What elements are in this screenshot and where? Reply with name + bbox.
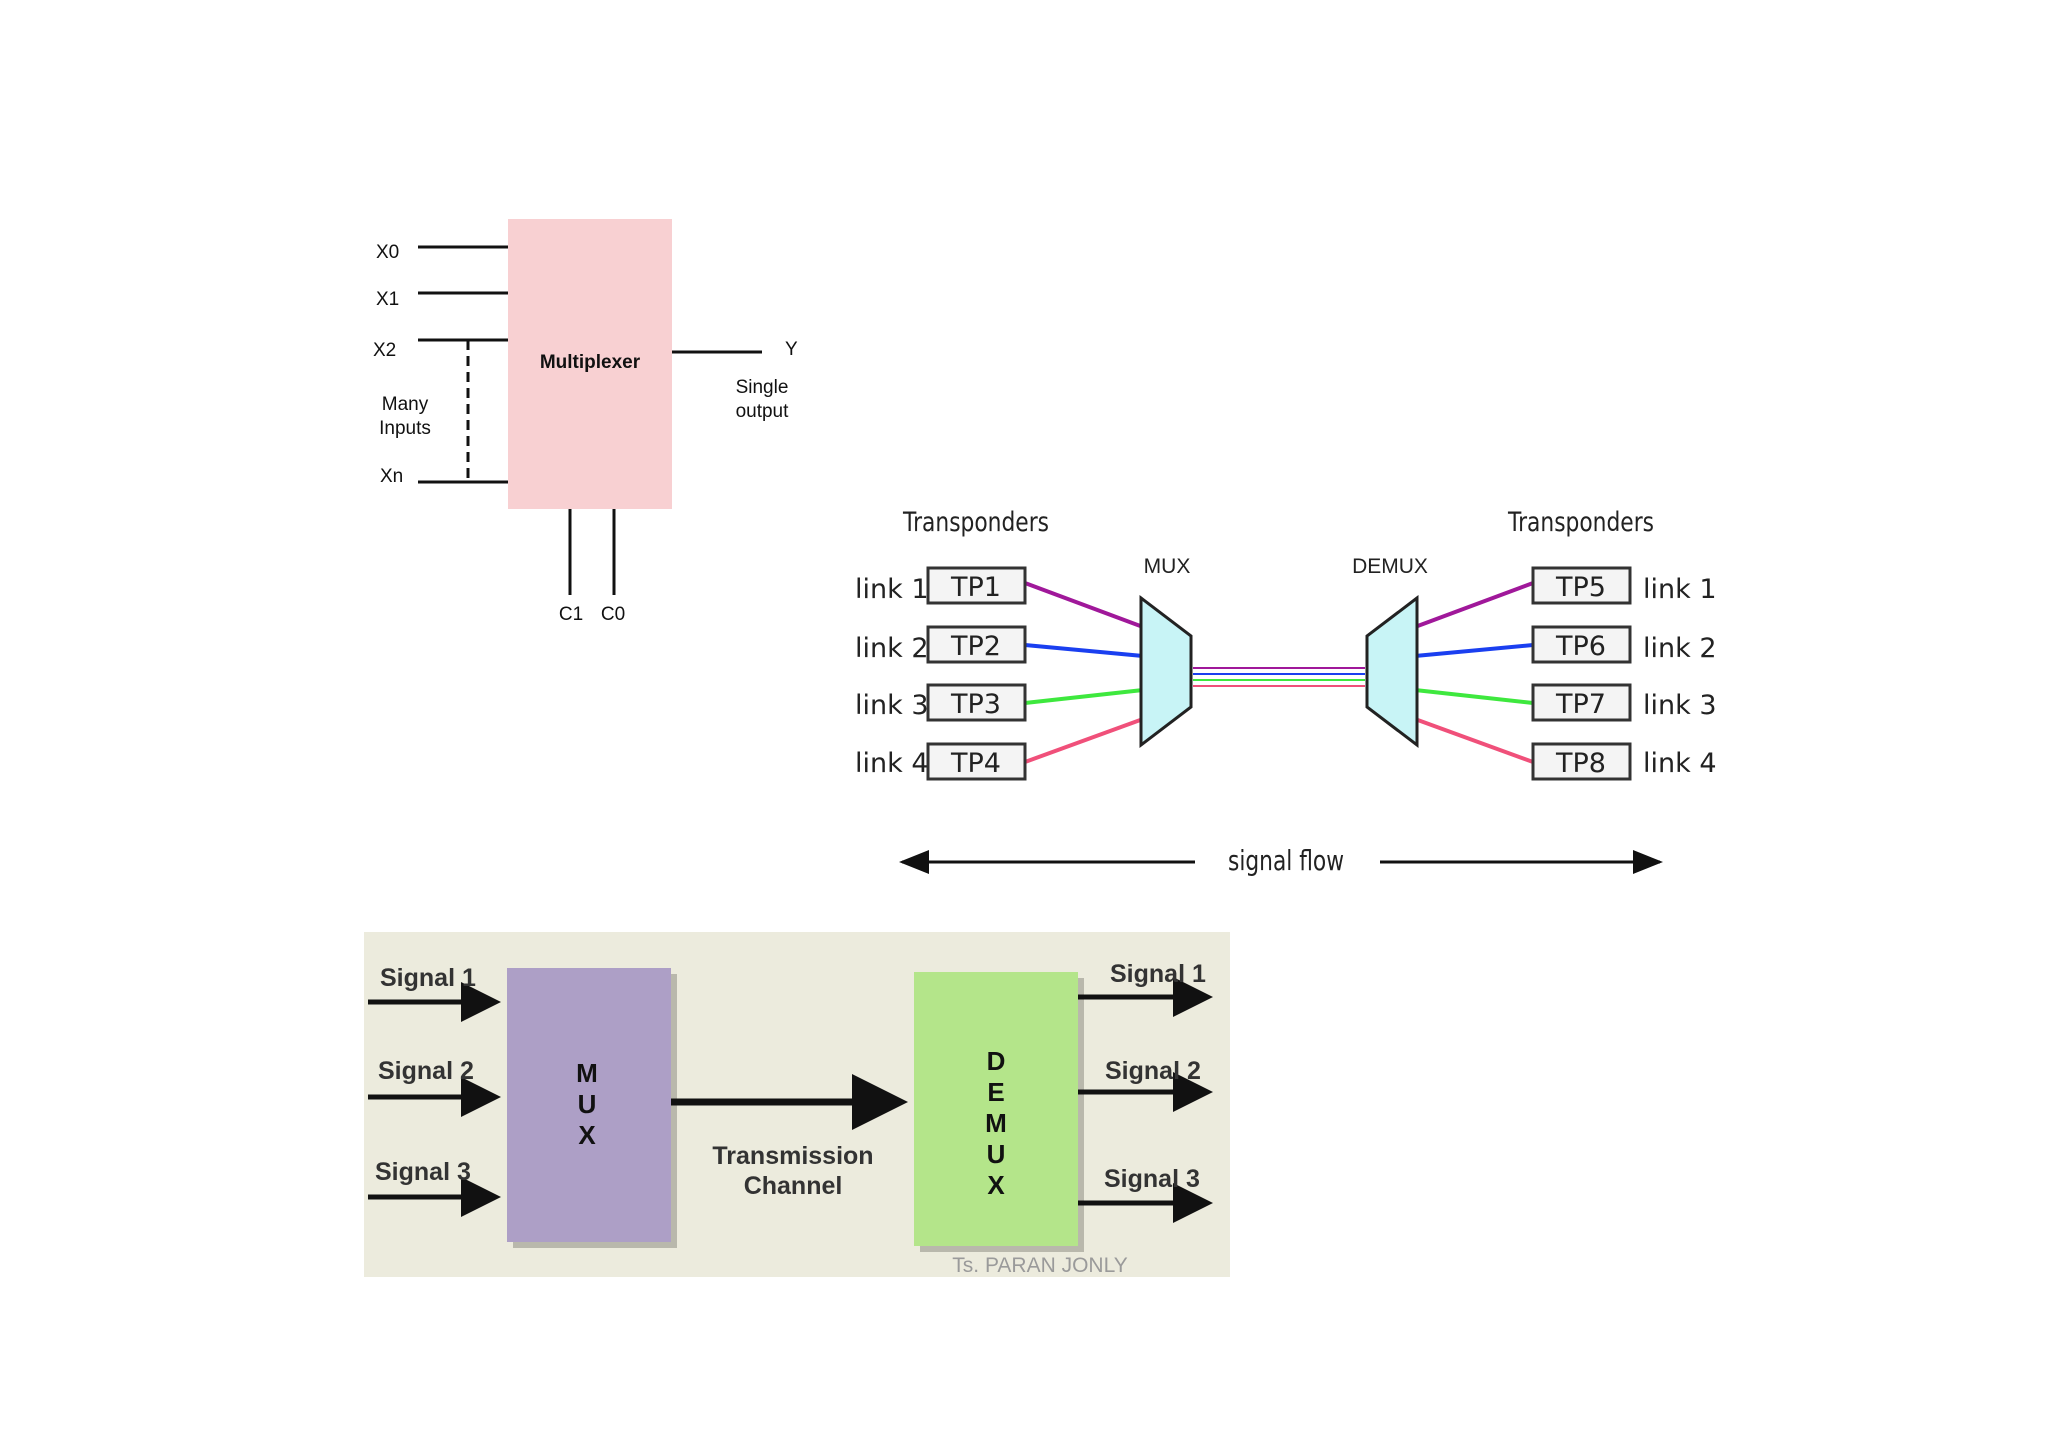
svg-text:TP7: TP7 xyxy=(1555,689,1606,720)
transponder-tp2: TP2 xyxy=(926,625,1027,664)
input-label-x0: X0 xyxy=(376,242,399,263)
output-caption-line1: Single xyxy=(736,377,789,398)
demux-prism xyxy=(1365,594,1419,749)
right-link-label-2: link 2 xyxy=(1643,633,1717,664)
left-link-label-3: link 3 xyxy=(855,690,929,721)
signal-demux-block xyxy=(914,972,1078,1246)
output-caption-line2: output xyxy=(736,401,790,422)
svg-text:TP5: TP5 xyxy=(1555,572,1606,603)
transponder-tp8: TP8 xyxy=(1531,742,1632,781)
signal-mux-demux-diagram: Signal 1 Signal 2 Signal 3 M U X Transmi… xyxy=(364,932,1230,1277)
left-link-line-1 xyxy=(1024,581,1144,629)
right-link-line-1 xyxy=(1414,581,1534,629)
left-link-label-4: link 4 xyxy=(855,748,929,779)
transmission-channel-label-line1: Transmission xyxy=(712,1142,873,1170)
svg-text:TP8: TP8 xyxy=(1555,748,1606,779)
svg-text:TP2: TP2 xyxy=(950,631,1001,662)
signal-demux-letter-u: U xyxy=(987,1139,1006,1169)
many-inputs-label-line1: Many xyxy=(382,394,429,415)
signal-mux-letter-m: M xyxy=(576,1058,598,1088)
left-link-label-2: link 2 xyxy=(855,633,929,664)
left-link-line-4 xyxy=(1024,717,1144,764)
output-label-y: Y xyxy=(785,339,798,360)
svg-text:TP6: TP6 xyxy=(1555,631,1606,662)
svg-text:TP1: TP1 xyxy=(950,572,1001,603)
input-label-signal-3: Signal 3 xyxy=(375,1158,471,1186)
left-link-line-3 xyxy=(1024,688,1144,705)
input-label-signal-1: Signal 1 xyxy=(380,964,476,992)
signal-demux-letter-e: E xyxy=(987,1077,1004,1107)
multiplexer-diagram: Multiplexer X0 X1 X2 Many Inputs Xn Y Si… xyxy=(373,219,798,625)
multiplexer-block xyxy=(508,219,672,509)
multiplexer-block-label: Multiplexer xyxy=(540,352,641,373)
transponder-tp5: TP5 xyxy=(1531,566,1632,605)
transponder-tp1: TP1 xyxy=(926,566,1027,605)
right-link-label-1: link 1 xyxy=(1643,574,1717,605)
right-transponders-title: Transponders xyxy=(1507,507,1654,538)
signal-mux-letter-u: U xyxy=(578,1089,597,1119)
right-link-line-3 xyxy=(1414,688,1534,705)
control-label-c0: C0 xyxy=(601,604,625,625)
svg-text:TP4: TP4 xyxy=(950,748,1001,779)
demux-label: DEMUX xyxy=(1352,555,1428,578)
many-inputs-label-line2: Inputs xyxy=(379,418,431,439)
left-link-line-2 xyxy=(1024,643,1144,658)
left-transponders-title: Transponders xyxy=(902,507,1049,538)
signal-demux-letter-m: M xyxy=(985,1108,1007,1138)
right-link-label-3: link 3 xyxy=(1643,690,1717,721)
transponder-tp7: TP7 xyxy=(1531,683,1632,722)
output-label-signal-3: Signal 3 xyxy=(1104,1165,1200,1193)
input-label-x1: X1 xyxy=(376,289,399,310)
input-label-xn: Xn xyxy=(380,466,403,487)
svg-text:TP3: TP3 xyxy=(950,689,1001,720)
transmission-channel-label-line2: Channel xyxy=(744,1172,843,1200)
right-link-label-4: link 4 xyxy=(1643,748,1717,779)
signal-flow-label: signal flow xyxy=(1228,844,1344,877)
signal-demux-letter-d: D xyxy=(987,1046,1006,1076)
wdm-diagram: Transponders Transponders MUX DEMUX link… xyxy=(855,507,1717,877)
mux-prism xyxy=(1139,594,1193,749)
mux-label: MUX xyxy=(1144,555,1191,578)
fiber-bundle xyxy=(1193,667,1365,687)
watermark-text: Ts. PARAN JONLY xyxy=(952,1254,1127,1277)
signal-mux-letter-x: X xyxy=(578,1120,596,1150)
transponder-tp6: TP6 xyxy=(1531,625,1632,664)
control-label-c1: C1 xyxy=(559,604,583,625)
output-label-signal-1: Signal 1 xyxy=(1110,960,1206,988)
right-link-line-2 xyxy=(1414,643,1534,658)
transponder-tp3: TP3 xyxy=(926,683,1027,722)
left-link-label-1: link 1 xyxy=(855,574,929,605)
input-label-signal-2: Signal 2 xyxy=(378,1057,474,1085)
signal-demux-letter-x: X xyxy=(987,1170,1005,1200)
output-label-signal-2: Signal 2 xyxy=(1105,1057,1201,1085)
transponder-tp4: TP4 xyxy=(926,742,1027,781)
right-link-line-4 xyxy=(1414,717,1534,764)
input-label-x2: X2 xyxy=(373,340,396,361)
signal-mux-block xyxy=(507,968,671,1242)
